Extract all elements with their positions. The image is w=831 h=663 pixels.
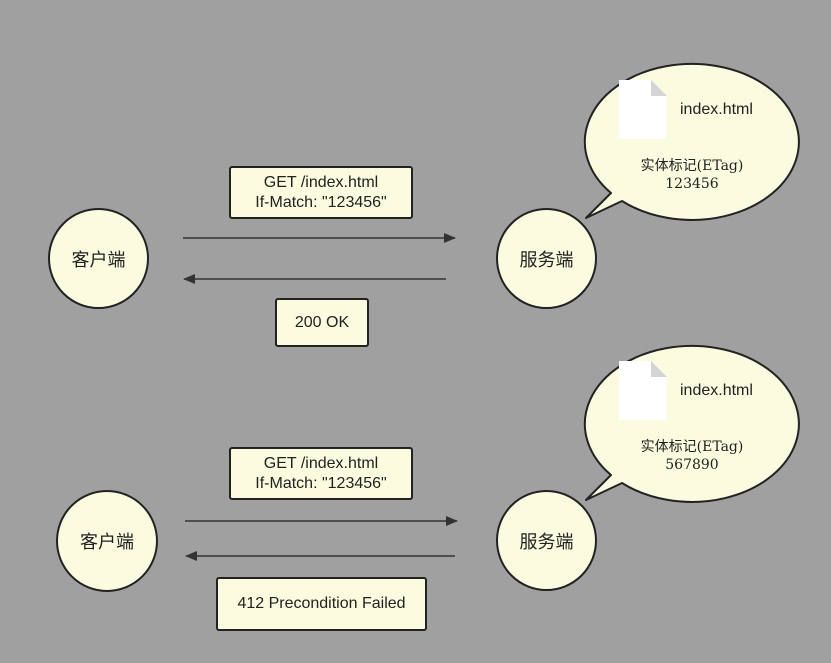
- server-bubble-1: [583, 62, 800, 221]
- request-box-1: GET /index.html If-Match: "123456": [229, 166, 413, 219]
- response-status: 200 OK: [294, 313, 350, 331]
- server-label: 服务端: [519, 531, 574, 553]
- response-box-2: 412 Precondition Failed: [216, 577, 427, 631]
- client-label: 客户端: [80, 532, 134, 553]
- request-line-header: If-Match: "123456": [255, 474, 387, 492]
- server-label: 服务端: [519, 249, 574, 271]
- server-bubble-2: [583, 344, 800, 503]
- client-node-1: 客户端: [48, 208, 149, 309]
- client-node-2: 客户端: [56, 490, 158, 592]
- request-line-method: GET /index.html: [263, 173, 379, 191]
- file-name: index.html: [680, 382, 753, 399]
- request-line-header: If-Match: "123456": [255, 193, 387, 211]
- server-node-1: 服务端: [496, 208, 597, 309]
- file-name: index.html: [680, 101, 753, 118]
- request-line-method: GET /index.html: [263, 454, 379, 472]
- etag-value: 123456: [665, 176, 719, 192]
- file-fold-icon: [651, 80, 667, 96]
- etag-value: 567890: [665, 457, 719, 473]
- request-box-2: GET /index.html If-Match: "123456": [229, 447, 413, 500]
- client-label: 客户端: [71, 249, 126, 271]
- etag-label: 实体标记(ETag): [640, 158, 744, 174]
- file-fold-icon: [651, 361, 667, 377]
- etag-label: 实体标记(ETag): [640, 439, 744, 455]
- response-status: 412 Precondition Failed: [237, 595, 406, 612]
- response-box-1: 200 OK: [275, 298, 369, 347]
- server-node-2: 服务端: [496, 490, 597, 591]
